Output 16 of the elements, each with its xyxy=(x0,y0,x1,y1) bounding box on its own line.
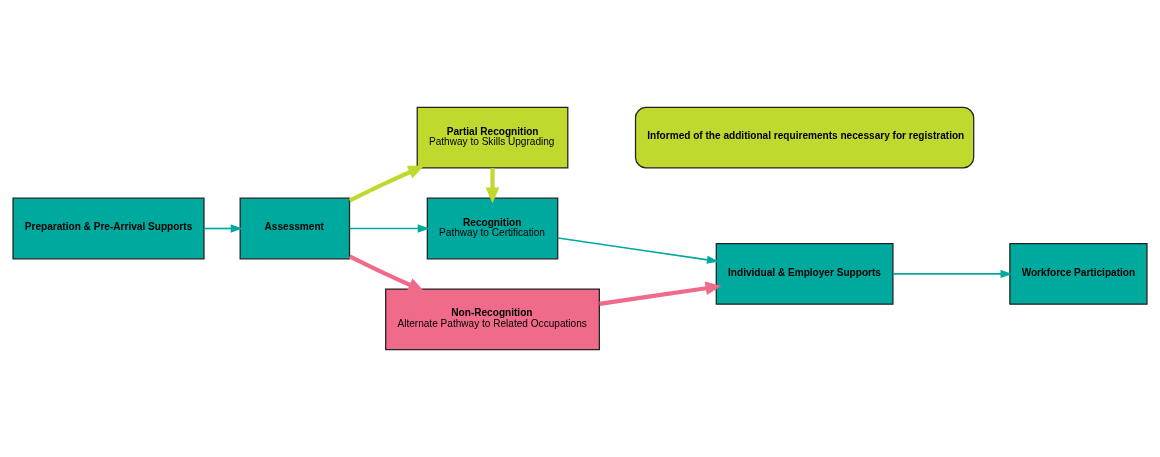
node-box: Partial Recognition Pathway to Skills Upgrading xyxy=(416,106,569,169)
arrow xyxy=(348,224,430,233)
arrow xyxy=(557,237,719,264)
node-box: Recognition Pathway to Certification xyxy=(426,197,559,260)
arrow xyxy=(892,269,1013,279)
arrow xyxy=(485,168,500,204)
arrow xyxy=(348,165,425,203)
node-box: Workforce Participation xyxy=(1009,243,1148,305)
node-box: Individual & Employer Supports xyxy=(715,243,894,305)
arrow xyxy=(599,281,722,306)
node-box: Preparation & Pre-Arrival Supports xyxy=(12,197,205,260)
arrow xyxy=(348,254,425,292)
arrow xyxy=(203,224,243,233)
node-box: Informed of the additional requirements necessary for registration xyxy=(634,106,975,169)
node-box: Non-Recognition Alternate Pathway to Related Occupations xyxy=(385,288,600,351)
node-box: Assessment xyxy=(239,197,351,260)
